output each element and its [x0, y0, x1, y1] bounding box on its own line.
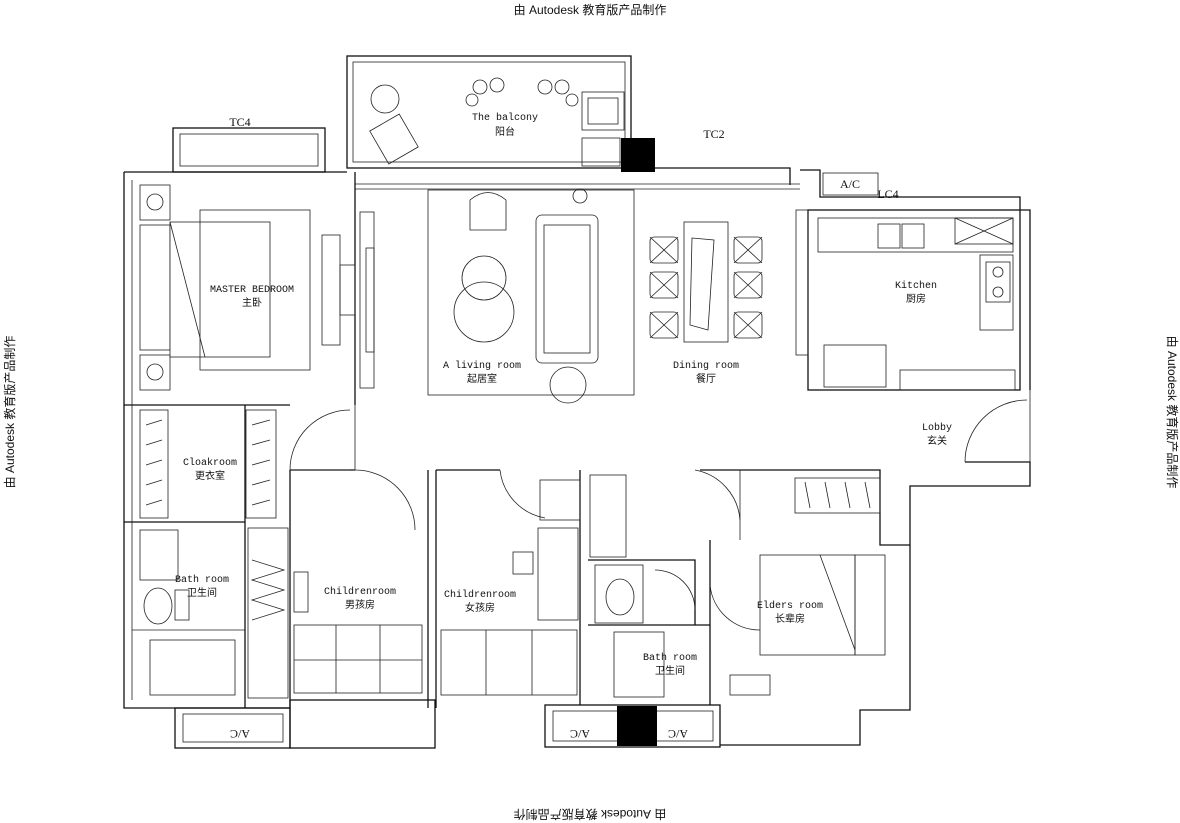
cloakroom-label-en: Cloakroom: [183, 457, 237, 469]
master-bedroom-label-zh: 主卧: [242, 296, 262, 309]
living-room-label-en: A living room: [443, 360, 521, 372]
bath-left-label-en: Bath room: [175, 574, 229, 586]
structural-column: [617, 706, 657, 746]
tag-ac-bottom-right: A/C: [668, 727, 688, 741]
bath-left-label-zh: 卫生间: [187, 586, 217, 599]
living-room-label-zh: 起居室: [467, 372, 497, 385]
structural-column: [621, 138, 655, 172]
dining-furniture: [649, 209, 809, 356]
lobby-label-en: Lobby: [922, 422, 952, 434]
balcony-furniture: [369, 77, 625, 167]
elders-room-label-zh: 长辈房: [775, 612, 805, 625]
bath-center-label-en: Bath room: [643, 652, 697, 664]
elders-room-furniture: [729, 477, 886, 696]
lobby-label-zh: 玄关: [927, 434, 947, 447]
bath-left-fixtures: [139, 529, 236, 696]
bath-center-label-zh: 卫生间: [655, 664, 685, 677]
doors: [289, 399, 1028, 631]
watermark-top: 由 Autodesk 教育版产品制作: [514, 2, 667, 17]
tag-ac-bottom-center: A/C: [570, 727, 590, 741]
window-tags: TC4 TC2 LC4 A/C A/C A/C A/C: [229, 115, 898, 741]
tag-tc4: TC4: [229, 115, 250, 129]
balcony-label-zh: 阳台: [495, 125, 515, 138]
cloakroom-label-zh: 更衣室: [195, 469, 225, 482]
girl-room-label-en: Childrenroom: [444, 589, 516, 601]
kitchen-label-en: Kitchen: [895, 280, 937, 292]
balcony-label-en: The balcony: [472, 112, 538, 124]
boy-room-label-en: Childrenroom: [324, 586, 396, 598]
tag-tc2: TC2: [703, 127, 724, 141]
boy-room-furniture: [247, 527, 423, 699]
room-labels: The balcony 阳台 MASTER BEDROOM 主卧 A livin…: [175, 112, 952, 677]
tag-lc4: LC4: [877, 187, 898, 201]
dining-room-label-en: Dining room: [673, 360, 739, 372]
girl-room-label-zh: 女孩房: [465, 601, 495, 614]
living-room-furniture: [427, 188, 635, 404]
kitchen-label-zh: 厨房: [906, 292, 926, 305]
elders-room-label-en: Elders room: [757, 600, 823, 612]
cloakroom-fixtures: [139, 409, 277, 519]
girl-room-furniture: [440, 474, 627, 696]
master-bedroom-label-en: MASTER BEDROOM: [210, 285, 294, 296]
boy-room-label-zh: 男孩房: [345, 598, 375, 611]
tag-ac-top: A/C: [840, 177, 860, 191]
watermark-bottom: 由 Autodesk 教育版产品制作: [514, 807, 667, 822]
tag-ac-bottom-left: A/C: [230, 727, 250, 741]
watermark-left: 由 Autodesk 教育版产品制作: [2, 336, 17, 489]
bath-center-fixtures: [594, 564, 665, 698]
master-bedroom-furniture: [139, 184, 375, 391]
kitchen-fixtures: [817, 217, 1016, 391]
watermark-right: 由 Autodesk 教育版产品制作: [1165, 336, 1180, 489]
dining-room-label-zh: 餐厅: [696, 372, 716, 385]
